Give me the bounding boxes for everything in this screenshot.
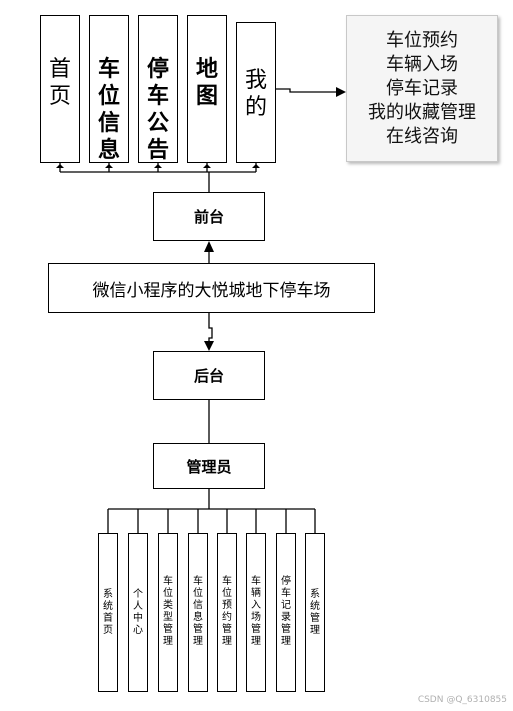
module-home: 首页 bbox=[40, 15, 80, 163]
func-space-type-mgmt: 车位类型管理 bbox=[158, 533, 178, 692]
system-name: 微信小程序的大悦城地下停车场 bbox=[92, 280, 331, 301]
mine-detail-item: 在线咨询 bbox=[386, 125, 458, 147]
func-vehicle-entry-mgmt-label: 车辆入场管理 bbox=[251, 576, 261, 647]
module-mine: 我的 bbox=[236, 22, 276, 163]
func-parking-record-mgmt-label: 停车记录管理 bbox=[281, 576, 291, 647]
module-mine-label: 我的 bbox=[244, 68, 267, 120]
admin-box: 管理员 bbox=[153, 443, 265, 489]
module-parking-space-info-label: 车位信息 bbox=[97, 57, 120, 163]
module-map-label: 地图 bbox=[195, 57, 218, 109]
system-box: 微信小程序的大悦城地下停车场 bbox=[48, 263, 375, 313]
module-parking-notice: 停车公告 bbox=[138, 15, 178, 163]
func-reservation-mgmt: 车位预约管理 bbox=[217, 533, 237, 692]
frontend-box: 前台 bbox=[153, 192, 265, 241]
func-system-mgmt-label: 系统管理 bbox=[310, 589, 320, 636]
func-system-home: 系统首页 bbox=[98, 533, 118, 692]
mine-detail-item: 车辆入场 bbox=[386, 53, 458, 75]
func-vehicle-entry-mgmt: 车辆入场管理 bbox=[246, 533, 266, 692]
mine-detail-item: 我的收藏管理 bbox=[368, 101, 476, 123]
module-home-label: 首页 bbox=[48, 57, 71, 109]
func-parking-record-mgmt: 停车记录管理 bbox=[276, 533, 296, 692]
module-map: 地图 bbox=[187, 15, 227, 163]
backend-label: 后台 bbox=[193, 367, 224, 385]
module-parking-notice-label: 停车公告 bbox=[146, 57, 169, 163]
frontend-label: 前台 bbox=[193, 208, 224, 226]
func-system-home-label: 系统首页 bbox=[103, 589, 113, 636]
mine-detail-box: 车位预约 车辆入场 停车记录 我的收藏管理 在线咨询 bbox=[346, 15, 498, 162]
func-space-info-mgmt-label: 车位信息管理 bbox=[193, 576, 203, 647]
func-space-type-mgmt-label: 车位类型管理 bbox=[163, 576, 173, 647]
func-system-mgmt: 系统管理 bbox=[305, 533, 325, 692]
backend-box: 后台 bbox=[153, 351, 265, 400]
func-personal-center-label: 个人中心 bbox=[133, 589, 143, 636]
mine-detail-item: 停车记录 bbox=[386, 77, 458, 99]
mine-detail-item: 车位预约 bbox=[386, 29, 458, 51]
func-reservation-mgmt-label: 车位预约管理 bbox=[222, 576, 232, 647]
admin-label: 管理员 bbox=[186, 457, 232, 476]
module-parking-space-info: 车位信息 bbox=[89, 15, 129, 163]
watermark: CSDN @Q_6310855 bbox=[417, 695, 507, 705]
func-personal-center: 个人中心 bbox=[128, 533, 148, 692]
func-space-info-mgmt: 车位信息管理 bbox=[188, 533, 208, 692]
